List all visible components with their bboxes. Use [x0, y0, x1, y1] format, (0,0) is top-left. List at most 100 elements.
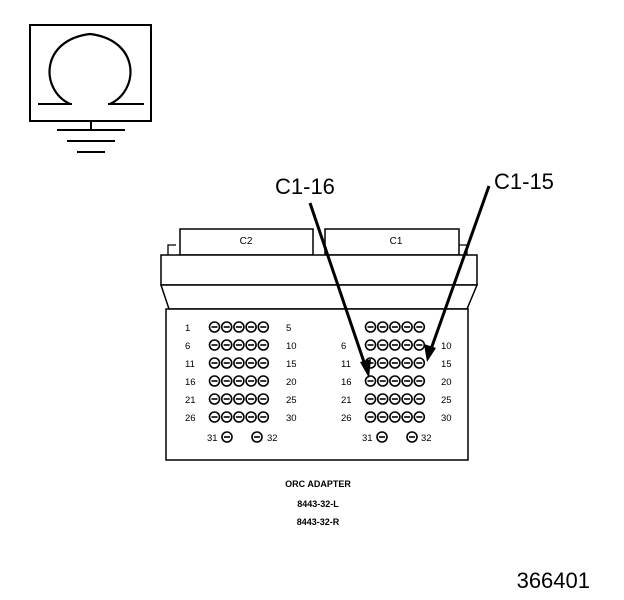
pin-label: 6 [341, 341, 346, 352]
pin-cavity-icon [413, 357, 426, 369]
pin-cavity-icon [208, 393, 221, 405]
pin-cavity-icon [220, 339, 233, 351]
pin-cavity-icon [413, 339, 426, 351]
pin-cavity-icon [220, 357, 233, 369]
pin-label: 16 [185, 377, 196, 388]
pin-cavity-icon [245, 375, 257, 387]
pin-cavity-icon [413, 321, 426, 333]
pin-cavity-icon [208, 321, 221, 333]
pin-cavity-icon [233, 321, 245, 333]
arrowhead-icon [360, 359, 371, 378]
pin-cavity-icon [401, 393, 413, 405]
pin-cavity-icon [208, 375, 221, 387]
pin-cavity-icon [376, 431, 388, 443]
pin-label: 11 [341, 359, 351, 370]
pin-cavity-icon [364, 321, 377, 333]
tab-c1 [324, 228, 460, 256]
pin-labels-c2: 1 6 11 16 21 26 5 10 15 20 25 30 31 32 [185, 323, 297, 444]
callout-label-c1-15: C1-15 [494, 169, 554, 194]
pin-label: 20 [286, 377, 297, 388]
pin-cavity-icon [245, 339, 257, 351]
pin-cavity-icon [220, 321, 233, 333]
pin-label: 21 [185, 395, 196, 406]
pin-cavity-icon [364, 375, 377, 387]
pin-cavity-icon [401, 357, 413, 369]
pin-cavity-icon [233, 375, 245, 387]
pin-cavity-icon [413, 411, 426, 423]
pin-cavity-icon [376, 375, 389, 387]
pin-cavity-icon [389, 321, 401, 333]
pin-cavity-icon [389, 339, 401, 351]
pin-label: 21 [341, 395, 352, 406]
pin-label: 15 [286, 359, 297, 370]
pin-cavity-icon [389, 375, 401, 387]
pin-cavity-icon [233, 339, 245, 351]
pin-label: 6 [185, 341, 190, 352]
pin-cavity-icon [401, 375, 413, 387]
callout-label-c1-16: C1-16 [275, 174, 335, 199]
pin-label: 1 [185, 323, 190, 334]
pin-cavity-icon [233, 393, 245, 405]
pin-cavity-icon [220, 411, 233, 423]
pin-cavity-icon [257, 411, 270, 423]
pin-cavity-icon [376, 411, 389, 423]
pin-cavity-icon [364, 393, 377, 405]
pin-cavity-icon [245, 357, 257, 369]
pin-label: 32 [421, 433, 432, 444]
pin-cavity-icon [401, 411, 413, 423]
pin-label: 11 [185, 359, 195, 370]
pin-label: 31 [362, 433, 373, 444]
pin-cavity-icon [245, 393, 257, 405]
pin-cavity-icon [406, 431, 418, 443]
arrowhead-icon [424, 344, 436, 362]
pin-cavity-icon [208, 339, 221, 351]
pin-label: 26 [341, 413, 352, 424]
pin-cavity-icon [220, 375, 233, 387]
pin-cavity-icon [364, 411, 377, 423]
pin-cavity-icon [245, 411, 257, 423]
caption-part-left: 8443-32-L [297, 499, 339, 509]
pin-label: 10 [286, 341, 297, 352]
pin-cavity-icon [364, 339, 377, 351]
pin-label: 10 [441, 341, 452, 352]
pin-labels-c1: 6 11 16 21 26 10 15 20 25 30 31 32 [341, 341, 452, 444]
pin-cavity-icon [257, 357, 270, 369]
pin-label: 26 [185, 413, 196, 424]
pin-label: 30 [441, 413, 452, 424]
pin-label: 30 [286, 413, 297, 424]
pin-label: 5 [286, 323, 291, 334]
pin-cavity-icon [413, 393, 426, 405]
pin-label: 25 [441, 395, 452, 406]
pin-cavity-icon [251, 431, 263, 443]
pin-cavity-icon [208, 357, 221, 369]
pin-cavity-icon [233, 411, 245, 423]
pin-cavity-icon [220, 393, 233, 405]
pin-cavity-icon [376, 339, 389, 351]
pin-cavity-icon [257, 375, 270, 387]
pin-cavity-icon [389, 357, 401, 369]
pin-cavity-icon [376, 321, 389, 333]
figure-id: 366401 [517, 568, 590, 593]
tab-c1-label: C1 [390, 236, 403, 247]
pin-cavity-icon [413, 375, 426, 387]
pin-cavity-icon [376, 357, 389, 369]
pin-label: 15 [441, 359, 452, 370]
pin-cavity-icon [376, 393, 389, 405]
pin-cavity-icon [208, 411, 221, 423]
pin-label: 16 [341, 377, 352, 388]
callout-arrow-c1-15 [428, 185, 491, 353]
pin-face [208, 321, 426, 443]
pin-label: 25 [286, 395, 297, 406]
caption-title: ORC ADAPTER [285, 479, 351, 489]
callout-arrow-c1-16 [308, 202, 368, 369]
pin-cavity-icon [233, 357, 245, 369]
pin-cavity-icon [401, 321, 413, 333]
ohmmeter-ground-icon [29, 24, 152, 153]
pin-cavity-icon [389, 393, 401, 405]
pin-label: 20 [441, 377, 452, 388]
tab-c2-label: C2 [240, 236, 253, 247]
pin-label: 31 [207, 433, 218, 444]
pin-cavity-icon [221, 431, 233, 443]
pin-cavity-icon [257, 393, 270, 405]
